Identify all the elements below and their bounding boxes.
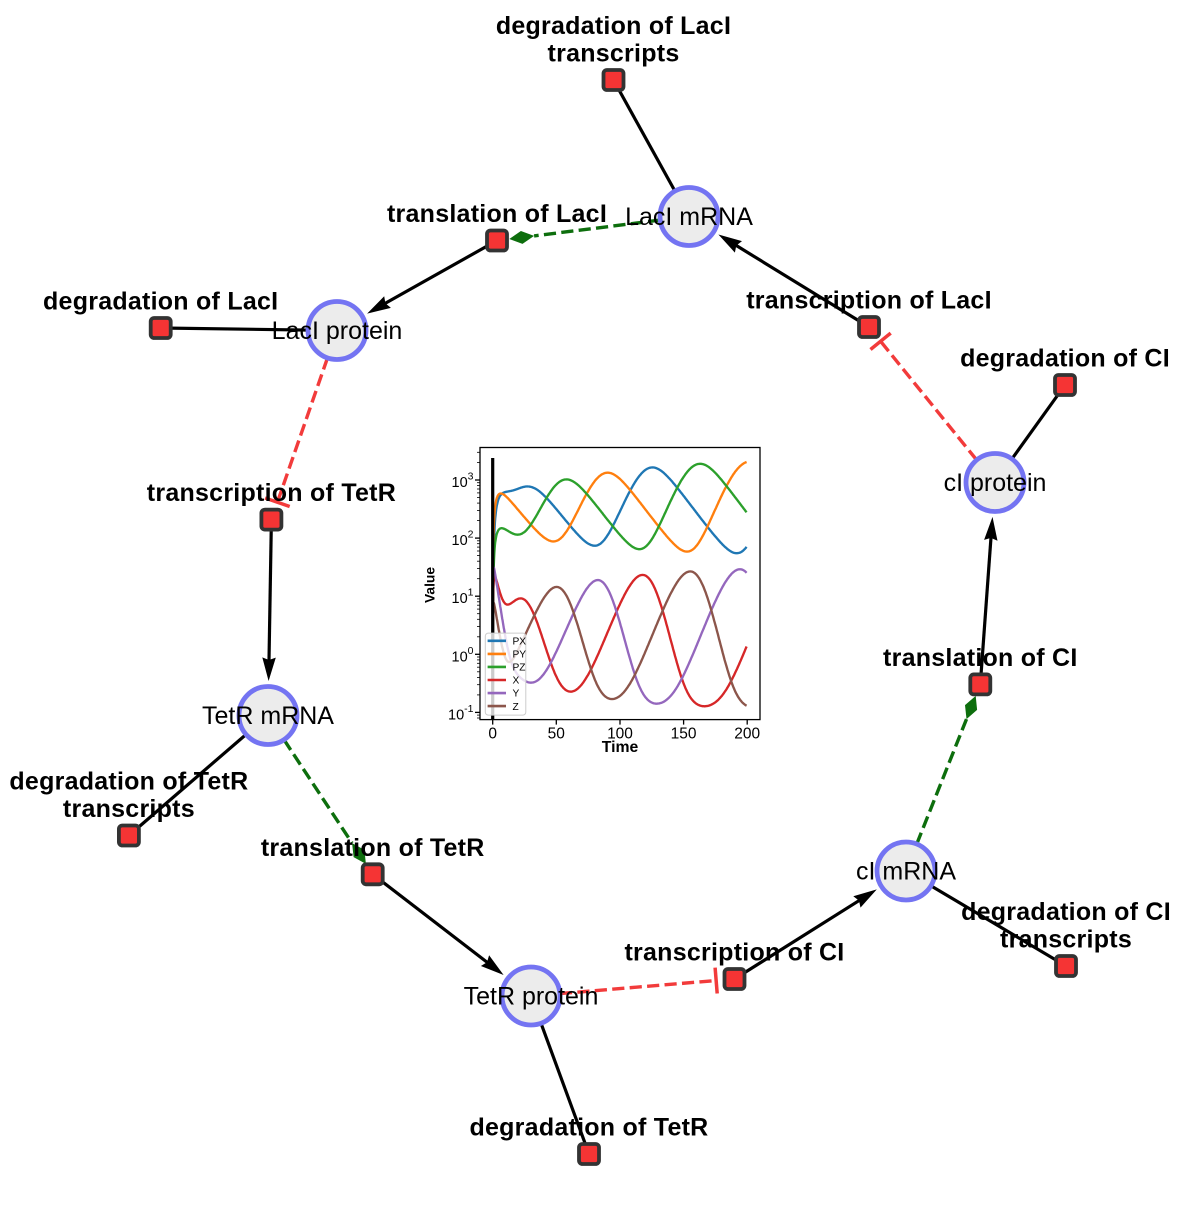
svg-text:Z: Z xyxy=(513,702,519,713)
svg-text:transcription of CI: transcription of CI xyxy=(624,939,844,967)
svg-text:degradation of TetR: degradation of TetR xyxy=(469,1114,708,1142)
svg-text:degradation of TetR: degradation of TetR xyxy=(9,767,248,795)
svg-text:cI mRNA: cI mRNA xyxy=(856,858,956,886)
svg-text:translation of TetR: translation of TetR xyxy=(261,834,485,862)
svg-text:50: 50 xyxy=(548,726,566,743)
svg-text:TetR mRNA: TetR mRNA xyxy=(202,702,334,730)
svg-text:150: 150 xyxy=(671,726,697,743)
svg-text:translation of LacI: translation of LacI xyxy=(387,200,607,228)
svg-text:transcripts: transcripts xyxy=(1000,926,1132,954)
svg-text:PY: PY xyxy=(513,650,527,661)
svg-text:degradation of CI: degradation of CI xyxy=(960,345,1170,373)
svg-text:PX: PX xyxy=(513,636,527,647)
svg-text:PZ: PZ xyxy=(513,663,526,674)
svg-text:LacI mRNA: LacI mRNA xyxy=(625,203,753,231)
svg-text:degradation of CI: degradation of CI xyxy=(961,898,1171,926)
svg-text:200: 200 xyxy=(734,726,760,743)
svg-text:100: 100 xyxy=(607,726,633,743)
svg-text:X: X xyxy=(513,676,520,687)
svg-text:degradation of LacI: degradation of LacI xyxy=(43,288,278,316)
svg-text:transcription of LacI: transcription of LacI xyxy=(746,287,992,315)
svg-text:Time: Time xyxy=(602,739,639,756)
svg-text:transcripts: transcripts xyxy=(63,795,195,823)
svg-text:translation of CI: translation of CI xyxy=(883,644,1078,672)
svg-text:0: 0 xyxy=(488,726,497,743)
svg-text:cI protein: cI protein xyxy=(944,469,1047,497)
svg-text:degradation of LacI: degradation of LacI xyxy=(496,12,731,40)
svg-text:TetR protein: TetR protein xyxy=(464,983,599,1011)
svg-text:transcription of TetR: transcription of TetR xyxy=(147,479,396,507)
svg-text:Value: Value xyxy=(423,567,438,603)
svg-text:Y: Y xyxy=(513,689,520,700)
svg-text:transcripts: transcripts xyxy=(548,40,680,68)
svg-text:LacI protein: LacI protein xyxy=(272,317,403,345)
